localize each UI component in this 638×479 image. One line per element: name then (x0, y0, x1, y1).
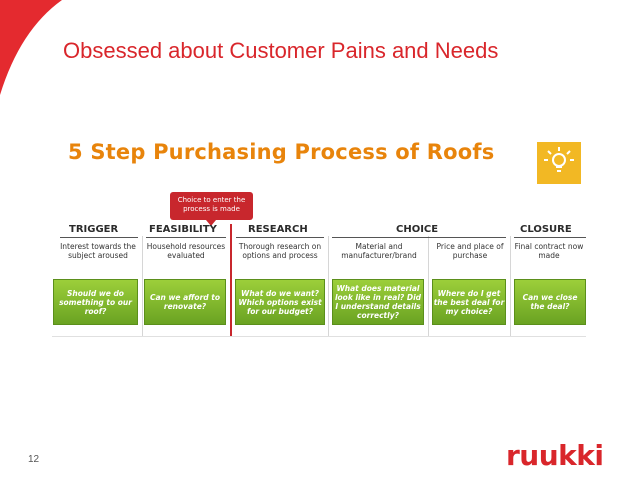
step-description-choice-material: Material and manufacturer/brand (341, 242, 417, 260)
baseline-divider (52, 336, 586, 337)
page-number: 12 (28, 454, 40, 465)
step-heading-closure: CLOSURE (520, 224, 572, 235)
heading-underline (146, 237, 226, 238)
question-box-choice-price: Where do I get the best deal for my choi… (432, 279, 506, 325)
question-box-trigger: Should we do something to our roof? (53, 279, 138, 325)
column-divider (328, 236, 329, 336)
step-description-feasibility: Household resources evaluated (146, 242, 226, 260)
corner-swoosh (0, 0, 62, 95)
column-divider (510, 236, 511, 336)
step-description-closure: Final contract now made (514, 242, 584, 260)
ruukki-logo: ruukki (506, 439, 604, 472)
step-heading-feasibility: FEASIBILITY (149, 224, 217, 235)
step-description-research: Thorough research on options and process (238, 242, 322, 260)
heading-underline (236, 237, 324, 238)
question-box-choice-material: What does material look like in real? Di… (332, 279, 424, 325)
column-divider (142, 236, 143, 336)
callout-choice-to-enter: Choice to enter the process is made (170, 192, 253, 220)
step-heading-choice: CHOICE (396, 224, 439, 235)
question-box-feasibility: Can we afford to renovate? (144, 279, 226, 325)
step-description-choice-price: Price and place of purchase (436, 242, 504, 260)
step-heading-research: RESEARCH (248, 224, 308, 235)
question-box-closure: Can we close the deal? (514, 279, 586, 325)
heading-underline (332, 237, 506, 238)
decision-divider (230, 224, 232, 336)
slide-title: Obsessed about Customer Pains and Needs (63, 38, 499, 63)
step-heading-trigger: TRIGGER (69, 224, 119, 235)
heading-underline (514, 237, 586, 238)
lightbulb-icon (537, 142, 581, 184)
step-description-trigger: Interest towards the subject aroused (60, 242, 136, 260)
callout-arrow (206, 220, 216, 226)
question-box-research: What do we want? Which options exist for… (235, 279, 325, 325)
heading-underline (60, 237, 138, 238)
column-divider (428, 236, 429, 336)
process-title: 5 Step Purchasing Process of Roofs (68, 140, 495, 164)
